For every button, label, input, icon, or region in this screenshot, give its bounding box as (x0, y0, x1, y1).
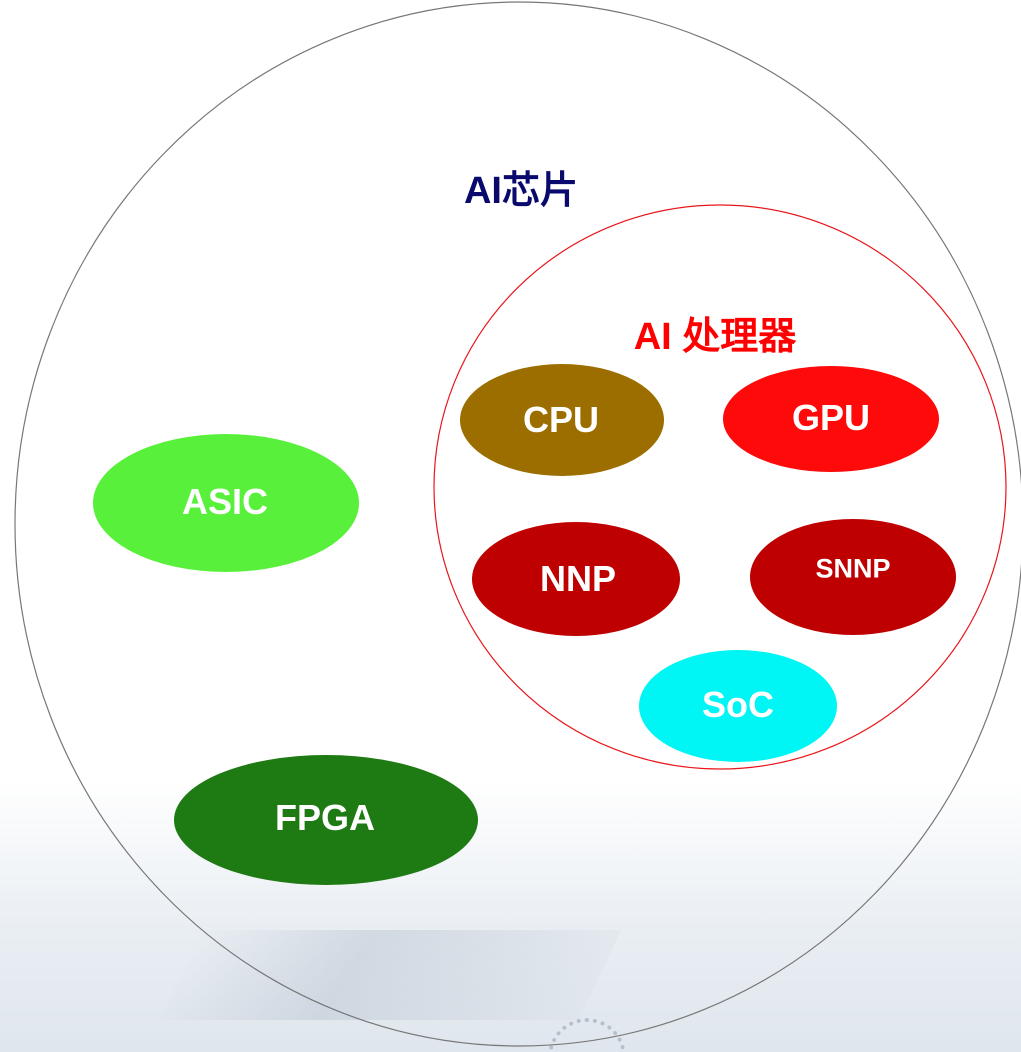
gpu-ellipse (723, 366, 939, 472)
cpu-label: CPU (522, 399, 600, 440)
snnp-ellipse (750, 519, 956, 635)
asic-label: ASIC (181, 481, 269, 522)
fpga-label: FPGA (274, 797, 376, 838)
asic-ellipse (93, 434, 359, 572)
gpu-label: GPU (791, 397, 871, 438)
nnp-ellipse (472, 522, 680, 636)
soc-label: SoC (702, 684, 774, 725)
ai-processor-inner-circle (433, 204, 1007, 770)
fpga-ellipse (174, 755, 478, 885)
soc-ellipse (639, 650, 837, 762)
nnp-label: NNP (539, 558, 617, 599)
ai-chip-label: AI芯片 (463, 170, 579, 212)
cpu-ellipse (460, 364, 664, 476)
snnp-label: SNNP (815, 553, 891, 584)
ai-chip-outer-circle (14, 1, 1021, 1047)
ai-processor-label: AI 处理器 (633, 316, 797, 358)
